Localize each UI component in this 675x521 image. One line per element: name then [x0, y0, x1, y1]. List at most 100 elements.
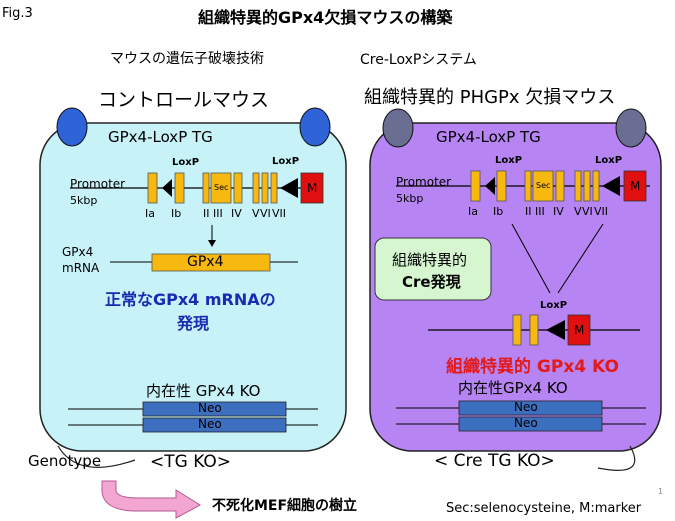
subtitle-right: Cre-LoxPシステム [360, 52, 477, 68]
right-exon-label-ib: Ib [493, 205, 504, 218]
right-exon-vii [592, 170, 600, 202]
left-exon-vi [261, 172, 269, 204]
left-exon-iv [233, 172, 243, 204]
right-heading: 組織特異的 PHGPx 欠損マウス [364, 87, 616, 108]
left-sec-label: Sec [214, 183, 229, 192]
left-exon-v [252, 172, 260, 204]
right-recomb-loxp [546, 320, 565, 340]
right-exon-label-v: V [574, 205, 582, 218]
left-exon-label-vii: VII [272, 207, 287, 220]
right-exon-ii [524, 170, 532, 202]
right-cell-body [369, 122, 662, 452]
left-endogenous-label: 内在性 GPx4 KO [146, 382, 261, 400]
page-number: 1 [658, 487, 664, 496]
right-genotype-value: < Cre TG KO> [434, 451, 555, 471]
right-exon-ia [470, 170, 481, 202]
right-neo-label-2: Neo [514, 416, 538, 430]
left-exon-label-ii: II [203, 207, 210, 220]
left-nucleus-left [56, 107, 88, 147]
left-exon-label-ib: Ib [171, 207, 182, 220]
left-tg-label: GPx4-LoxP TG [108, 128, 213, 146]
left-mrna-bar-label: GPx4 [187, 254, 224, 270]
genotype-label: Genotype [28, 452, 102, 470]
right-cre-box [374, 237, 492, 301]
page-title: 組織特異的GPx4欠損マウスの構築 [198, 8, 453, 27]
figure-label: Fig.3 [2, 6, 33, 21]
left-exon-label-vi: VI [260, 207, 271, 220]
right-cre-line-2: Cre発現 [402, 273, 461, 291]
right-promoter-label: Promoter [396, 175, 452, 189]
left-down-arrow-head [208, 240, 216, 247]
right-cre-line-1: 組織特異的 [392, 251, 468, 269]
pink-process-arrow [101, 480, 201, 519]
left-result-line-2: 発現 [177, 314, 210, 333]
right-recomb-loxp-label: LoxP [540, 300, 568, 311]
right-exon-iv [555, 170, 565, 202]
right-exon-v [574, 170, 582, 202]
right-recomb-line-left [511, 223, 551, 294]
pink-arrow-shape [101, 480, 201, 519]
left-exon-vii [270, 172, 278, 204]
left-cell-tail [57, 445, 136, 468]
right-tg-label: GPx4-LoxP TG [436, 128, 541, 146]
left-size-label: 5kbp [70, 194, 98, 207]
right-neo-label-1: Neo [514, 400, 538, 414]
right-recomb-line-right [557, 223, 604, 294]
right-exon-label-vi: VI [582, 205, 593, 218]
right-neo-box-2 [458, 416, 603, 432]
footer-arrow-text: 不死化MEF細胞の樹立 [212, 498, 358, 514]
right-loxp-label-2: LoxP [595, 155, 623, 166]
right-exon-ib [496, 170, 507, 202]
left-promoter-label: Promoter [70, 177, 126, 191]
left-exon-ib [174, 172, 185, 204]
left-loxp-label-1: LoxP [172, 157, 200, 168]
right-loxp-label-1: LoxP [495, 155, 523, 166]
left-genotype-value: <TG KO> [150, 452, 232, 472]
right-recomb-marker-box [567, 314, 591, 346]
right-recomb-exon-2 [529, 314, 539, 346]
right-loxp-2 [602, 176, 620, 196]
left-neo-box-1 [142, 401, 287, 417]
left-exon-label-ia: Ia [145, 207, 155, 220]
left-exon-ii [202, 172, 210, 204]
left-exon-ia [147, 172, 158, 204]
left-exon-label-v: V [252, 207, 260, 220]
left-loxp-2 [280, 178, 298, 198]
left-nucleus-right [299, 107, 331, 147]
footer-note: Sec:selenocysteine, M:marker [446, 501, 642, 516]
right-endogenous-label: 内在性GPx4 KO [458, 379, 568, 397]
left-neo-box-2 [142, 417, 287, 433]
left-exon-sec [210, 172, 232, 204]
left-heading: コントロールマウス [98, 89, 270, 111]
right-exon-label-vii: VII [594, 205, 609, 218]
left-exon-label-iii: III [213, 207, 223, 220]
right-marker-label: M [630, 179, 641, 193]
left-marker-box [300, 172, 324, 204]
right-exon-sec [532, 170, 554, 202]
right-recomb-exon-1 [512, 314, 522, 346]
right-nucleus-left [382, 108, 414, 148]
right-recomb-marker-label: M [574, 323, 585, 337]
right-loxp-1 [485, 177, 495, 195]
left-loxp-1 [162, 179, 172, 197]
right-exon-label-ia: Ia [468, 205, 478, 218]
right-exon-vi [583, 170, 591, 202]
right-size-label: 5kbp [396, 192, 424, 205]
right-exon-label-iii: III [535, 205, 545, 218]
left-loxp-label-2: LoxP [272, 156, 300, 167]
right-nucleus-right [615, 108, 647, 148]
left-mrna-bar [151, 253, 271, 272]
left-result-line-1: 正常なGPx4 mRNAの [105, 290, 276, 309]
left-mrna-label-2: mRNA [62, 261, 100, 275]
left-exon-label-iv: IV [231, 207, 242, 220]
right-exon-label-ii: II [525, 205, 532, 218]
left-neo-label-2: Neo [198, 417, 222, 431]
right-neo-box-1 [458, 400, 603, 416]
right-marker-box [623, 170, 647, 202]
left-mrna-label-1: GPx4 [62, 245, 94, 259]
left-neo-label-1: Neo [198, 401, 222, 415]
left-cell-body [39, 122, 347, 452]
right-ko-label: 組織特異的 GPx4 KO [446, 357, 619, 377]
